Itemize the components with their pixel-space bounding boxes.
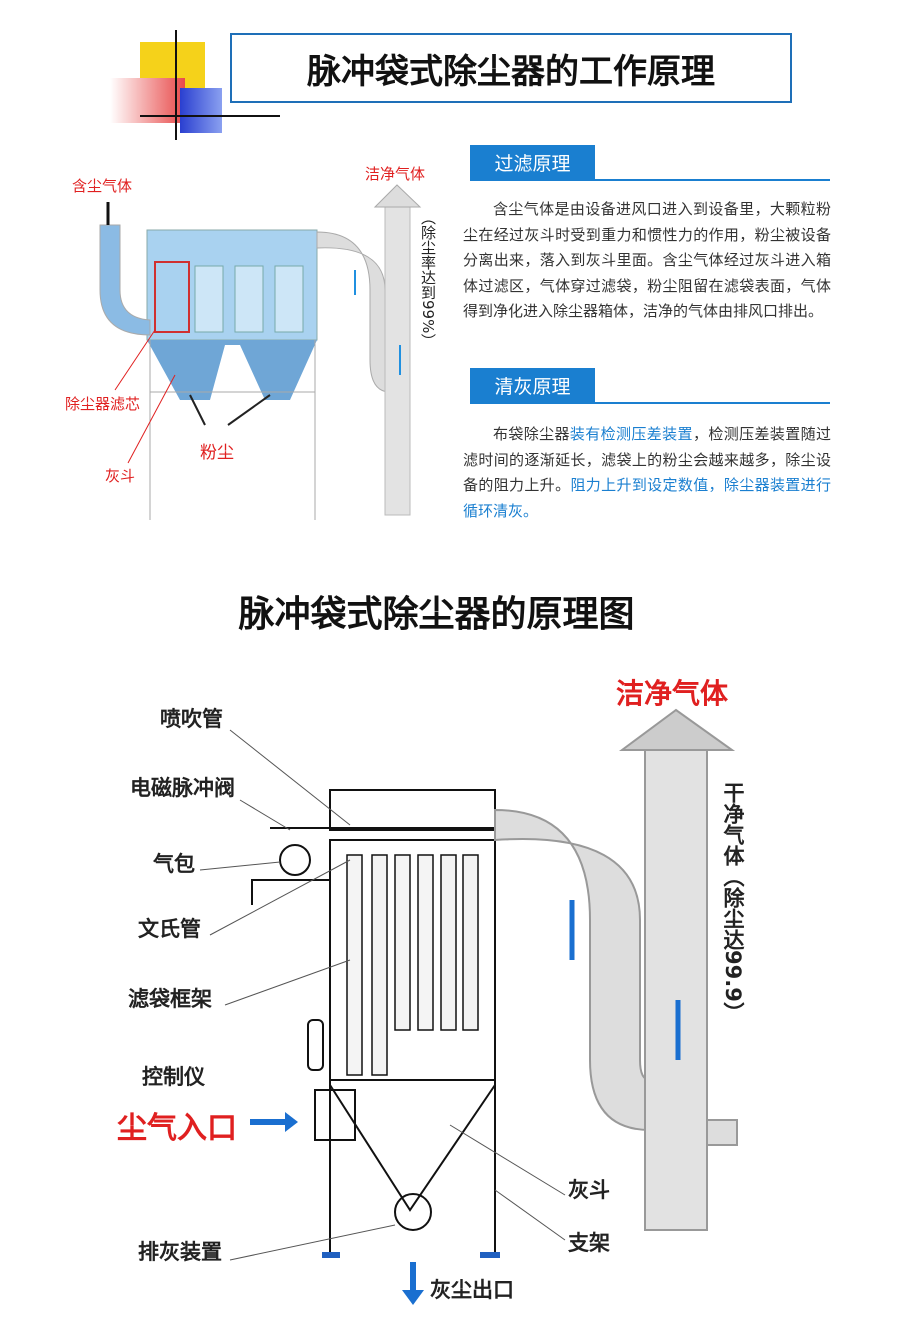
top-diagram-drawing	[99, 184, 422, 520]
label-dust: 粉尘	[200, 443, 234, 463]
divider	[470, 402, 830, 404]
decor-hline	[140, 115, 280, 117]
label-pulse-valve: 电磁脉冲阀	[130, 776, 235, 800]
bottom-diagram-drawing	[199, 708, 738, 1305]
label-hopper-bottom: 灰斗	[568, 1178, 610, 1202]
highlight-text: 装有检测压差装置	[569, 425, 693, 443]
label-outlet: 灰尘出口	[430, 1278, 514, 1302]
label-dusty-gas: 含尘气体	[72, 177, 133, 195]
section-title: 脉冲袋式除尘器的原理图	[238, 594, 635, 635]
label-venturi: 文氏管	[138, 917, 201, 941]
text: 布袋除尘器	[493, 425, 570, 443]
label-inlet: 尘气入口	[117, 1111, 237, 1146]
label-discharge: 排灰装置	[138, 1240, 222, 1264]
label-clean-gas-bottom: 洁净气体	[616, 677, 729, 710]
label-filter-core: 除尘器滤芯	[65, 395, 141, 413]
cleaning-principle-text: 布袋除尘器装有检测压差装置，检测压差装置随过滤时间的逐渐延长，滤袋上的粉尘会越来…	[463, 422, 831, 524]
cleaning-principle-tab: 清灰原理	[470, 368, 595, 403]
filter-principle-text: 含尘气体是由设备进风口进入到设备里，大颗粒粉尘在经过灰斗时受到重力和惯性力的作用…	[463, 200, 831, 320]
label-support: 支架	[568, 1231, 610, 1255]
highlight-text: 阻力上升到设定数值，除尘器装置进行循环清灰。	[463, 476, 831, 520]
divider	[470, 179, 830, 181]
label-air-bag: 气包	[153, 852, 195, 876]
label-controller: 控制仪	[142, 1065, 205, 1089]
decor-vline	[175, 30, 177, 140]
filter-principle-tab: 过滤原理	[470, 145, 595, 180]
label-blow-pipe: 喷吹管	[160, 707, 223, 731]
decor-blue-square	[180, 88, 222, 133]
label-clean-gas: 洁净气体	[365, 165, 426, 183]
page-title: 脉冲袋式除尘器的工作原理	[230, 33, 792, 103]
label-clean-gas-note: 干净气体（除尘达99.9）	[721, 782, 745, 1023]
label-efficiency: （除尘率达到99%）	[419, 210, 437, 349]
text: ，检测压差装置随过滤时间的逐渐延长，滤袋上的粉尘会越来越多，除尘设备的阻力上升。	[463, 425, 831, 494]
label-hopper: 灰斗	[105, 467, 136, 485]
label-bag-frame: 滤袋框架	[128, 987, 212, 1011]
